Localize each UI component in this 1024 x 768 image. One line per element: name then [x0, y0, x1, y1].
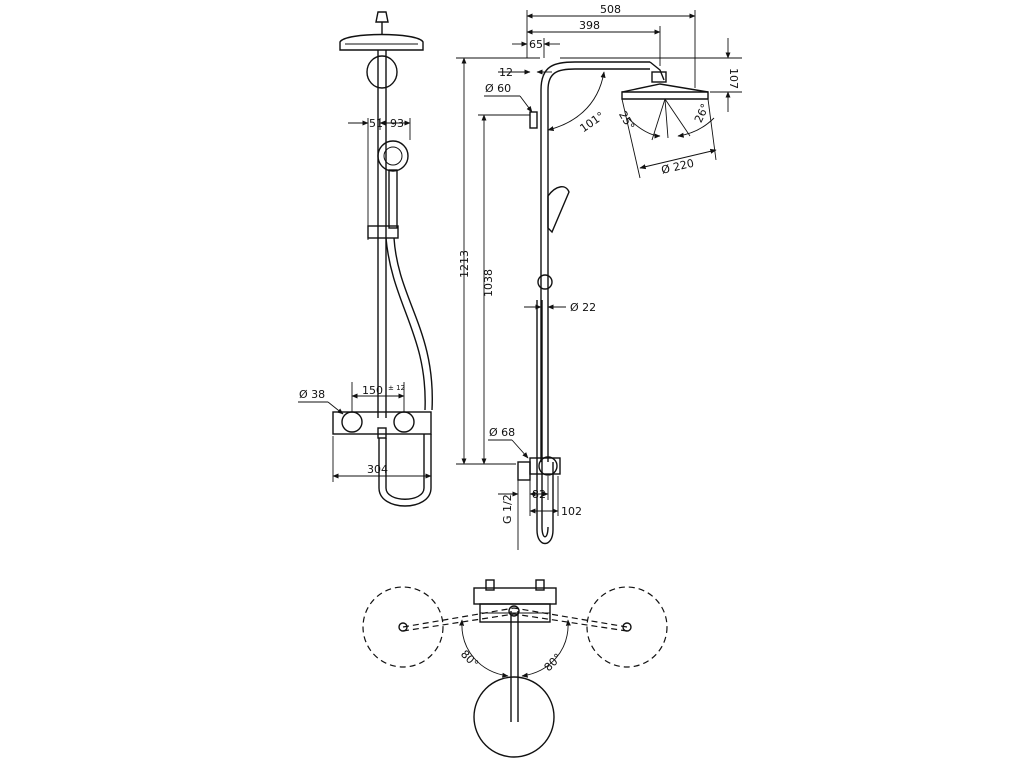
dim-101-arc	[547, 71, 606, 132]
dim-25-label: 25°	[616, 109, 637, 132]
dim-150-tolerance: ± 12	[388, 384, 405, 392]
side-hose-outer	[536, 300, 554, 545]
thermostat-outlet	[377, 427, 387, 439]
hose-loop-inner	[385, 434, 425, 500]
dim-51-label: 51	[369, 117, 383, 130]
dim-107-label: 107	[727, 68, 740, 89]
dim-60-arrow	[519, 95, 533, 113]
dim-22-label: Ø 22	[570, 301, 596, 314]
hose-upper	[393, 237, 433, 411]
top-view: 80° 80°	[362, 579, 668, 758]
dim-93-label: 93	[390, 117, 404, 130]
side-view: 508 398 65 12 107 Ø 60 101° 25°	[456, 3, 742, 550]
top-mixer-knob-right	[535, 579, 545, 591]
head-circle-bottom	[473, 676, 555, 758]
dim-12-label: 12	[499, 66, 513, 79]
swivel-end-right	[622, 622, 632, 632]
side-connection	[517, 461, 531, 481]
dim-1038-label: 1038	[482, 269, 495, 297]
head-mount-top	[375, 11, 389, 23]
top-pivot	[508, 605, 520, 617]
dim-82-label: 82	[532, 488, 546, 501]
shower-arm-inner	[547, 68, 650, 91]
side-wall-bracket	[529, 111, 538, 129]
swivel-circle-right	[586, 586, 668, 668]
dim-65-label: 65	[529, 38, 543, 51]
hose-upper-inner	[385, 237, 426, 411]
side-mixer-body	[529, 457, 561, 475]
shower-arm-outer	[540, 61, 650, 91]
swivel-circle-left	[362, 586, 444, 668]
spray-center-c	[664, 98, 691, 137]
dim-508-label: 508	[600, 3, 621, 16]
swivel-arm-left-a	[402, 607, 515, 628]
dim-g12-label: G 1/2	[501, 494, 514, 524]
hand-shower-handle	[388, 169, 398, 229]
dim-38-label: Ø 38	[299, 388, 325, 401]
spray-center-b	[664, 98, 669, 139]
head-joint	[651, 71, 667, 83]
side-slider	[537, 274, 553, 290]
wall-bracket-upper	[366, 55, 398, 89]
front-view: 51 93 Ø 38 150 ± 12 304	[298, 11, 433, 507]
spray-center-a	[651, 98, 666, 141]
dim-398-label: 398	[579, 19, 600, 32]
side-hose-inner	[541, 300, 549, 538]
dim-304-label: 304	[367, 463, 388, 476]
side-overhead-dome	[621, 83, 709, 93]
dim-80-label-left: 80°	[458, 648, 481, 671]
hand-shower-inner	[383, 146, 403, 166]
hose-loop-outer	[378, 434, 432, 507]
dim-220-arrow	[639, 148, 717, 170]
thermostat-right-knob	[393, 411, 415, 433]
dim-1213-label: 1213	[458, 250, 471, 278]
spray-left	[621, 98, 641, 179]
shower-arm-elbow	[649, 61, 665, 81]
dim-68-arrow	[511, 439, 529, 459]
hand-shower-face	[377, 140, 409, 172]
side-overhead-shower	[621, 91, 709, 100]
swivel-arm-right-b	[513, 613, 628, 632]
dim-102-label: 102	[561, 505, 582, 518]
dim-80-arc-left	[459, 619, 509, 678]
dim-68-label: Ø 68	[489, 426, 515, 439]
dim-60-label: Ø 60	[485, 82, 511, 95]
dim-38-arrow	[327, 401, 344, 415]
swivel-end-left	[398, 622, 408, 632]
swivel-arm-left-b	[402, 613, 515, 632]
side-mixer-knob	[538, 456, 558, 476]
dim-80-arc-right	[521, 619, 571, 678]
thermostat-body	[332, 411, 432, 435]
dim-25-arc	[627, 117, 661, 139]
dim-80-label-right: 80°	[542, 651, 565, 674]
side-hand-shower	[547, 186, 570, 234]
thermostat-left-knob	[341, 411, 363, 433]
top-mixer-knob-left	[485, 579, 495, 591]
swivel-arm-right-a	[513, 607, 628, 628]
dim-220-label: Ø 220	[660, 157, 695, 177]
dim-26-arc	[677, 117, 715, 138]
dim-150-label: 150	[362, 384, 383, 397]
overhead-shower	[339, 33, 424, 51]
